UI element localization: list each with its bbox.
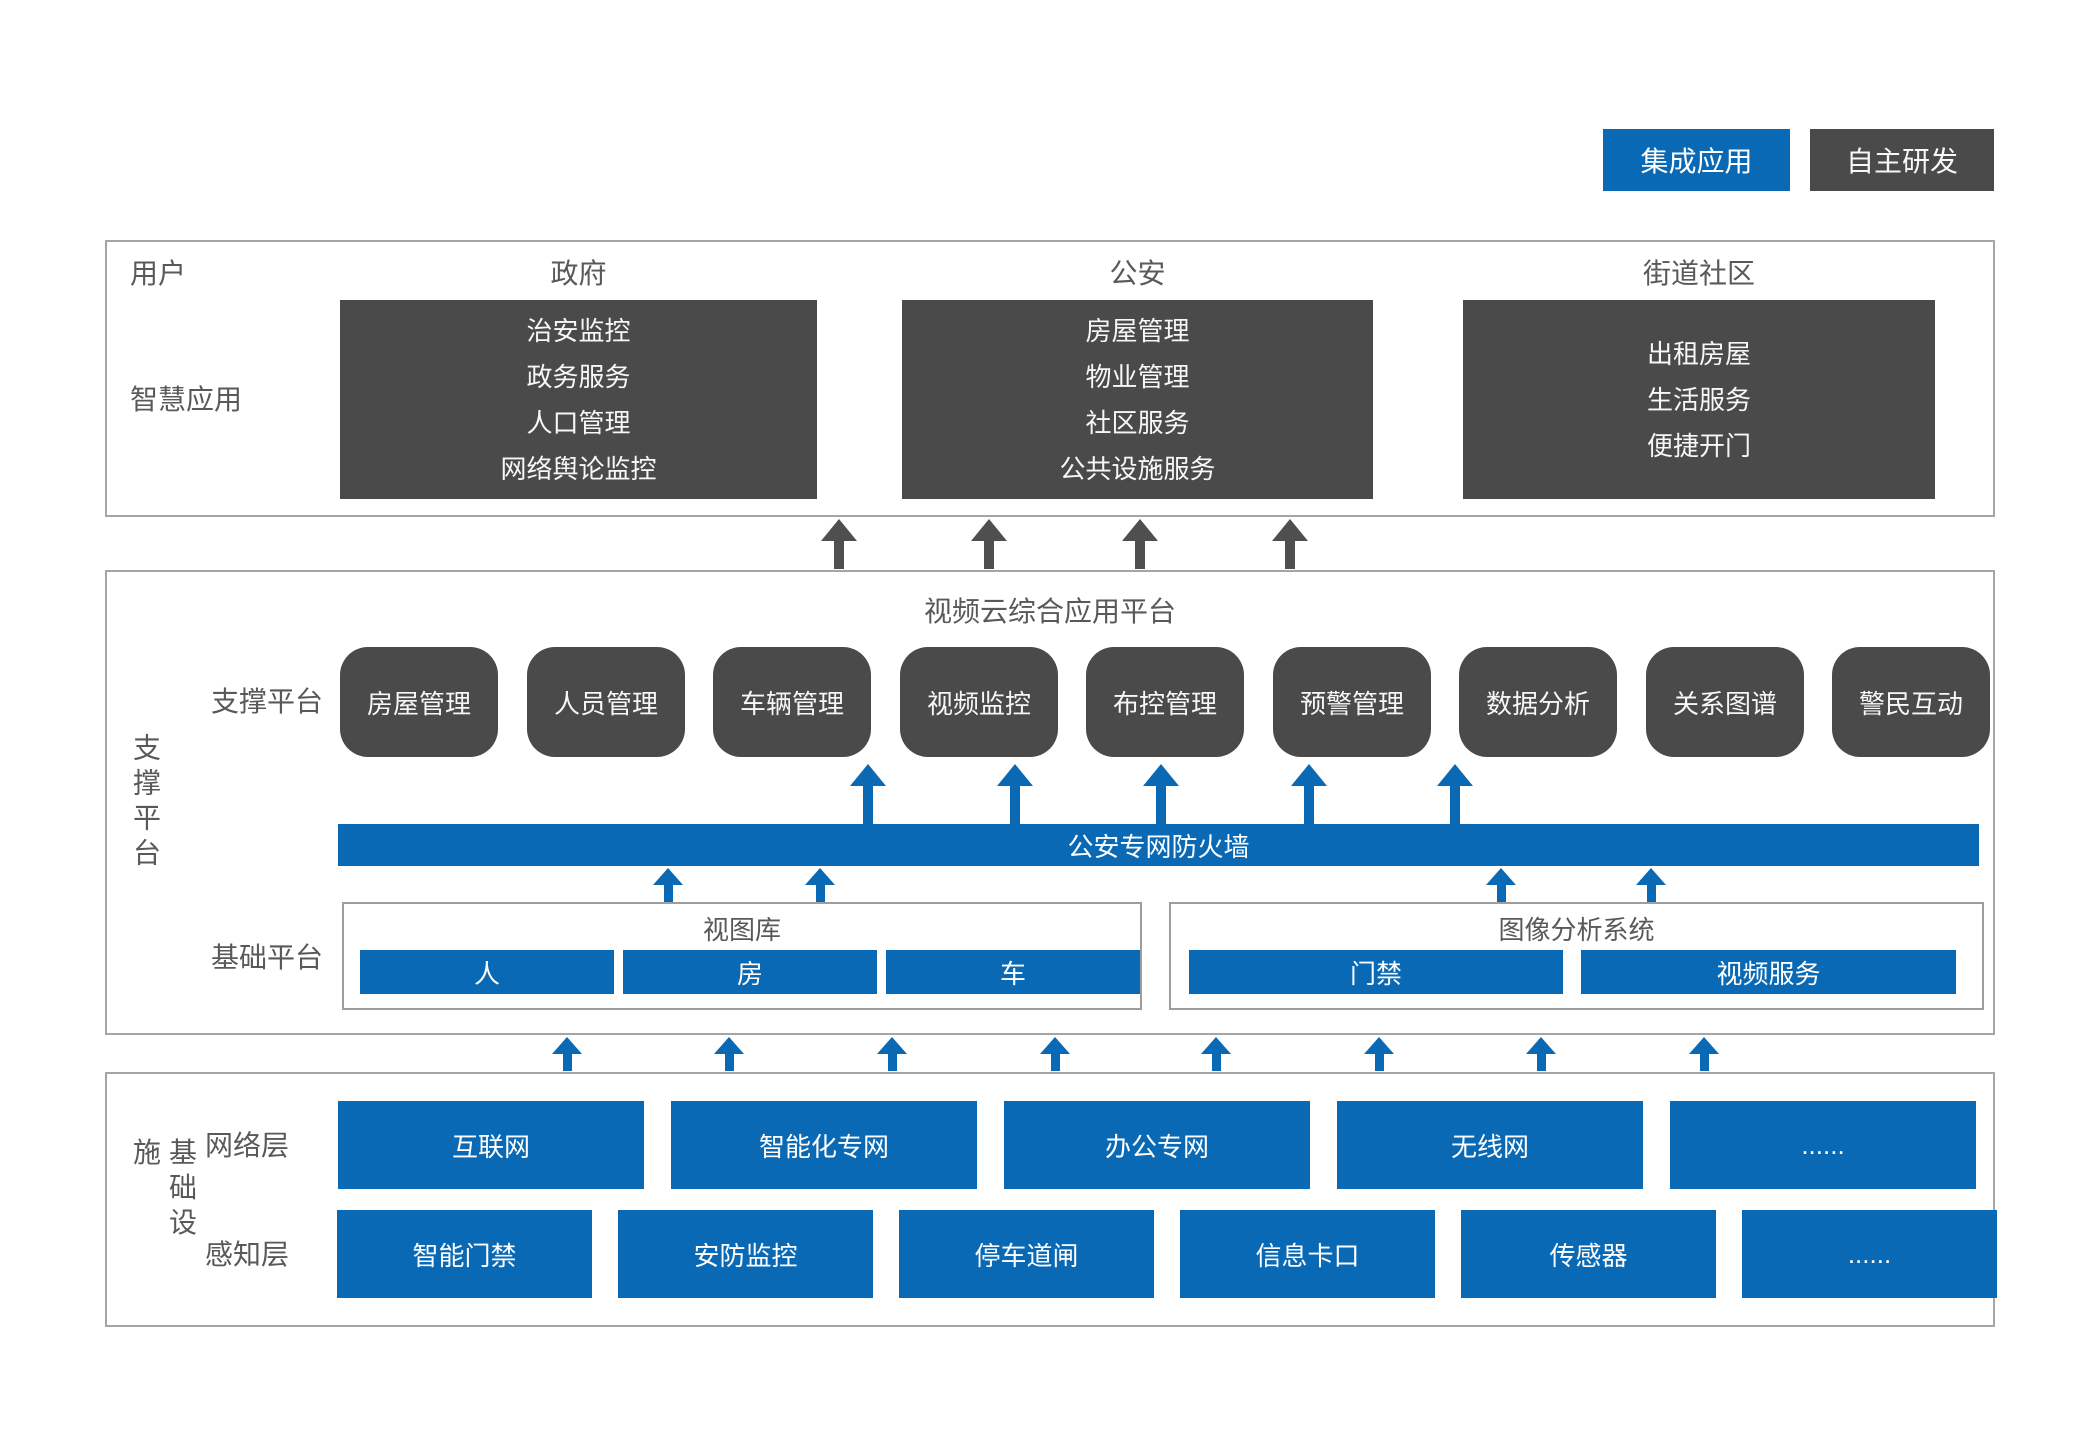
app-item: 公共设施服务 (1059, 453, 1216, 484)
row-label-support-platform: 支撑平台 (210, 686, 323, 717)
network-box: 互联网 (338, 1101, 644, 1189)
group-image-analysis: 图像分析系统 门禁 视频服务 (1169, 902, 1984, 1010)
module-box: 视频监控 (900, 647, 1058, 757)
network-box: 办公专网 (1004, 1101, 1310, 1189)
row-label-smart-app: 智慧应用 (130, 384, 243, 415)
app-list-community: 出租房屋 生活服务 便捷开门 (1463, 300, 1935, 499)
up-arrow-icon (1272, 519, 1308, 569)
module-box: 房屋管理 (340, 647, 498, 757)
up-arrow-icon (821, 519, 857, 569)
sensing-box: 传感器 (1461, 1210, 1716, 1298)
legend-self-developed: 自主研发 (1810, 129, 1994, 191)
app-item: 生活服务 (1646, 384, 1751, 415)
app-item: 物业管理 (1085, 361, 1190, 392)
module-box: 车辆管理 (713, 647, 871, 757)
row-label-network-layer: 网络层 (204, 1130, 289, 1161)
app-list-government: 治安监控 政务服务 人口管理 网络舆论监控 (340, 300, 817, 499)
sensing-box: 信息卡口 (1180, 1210, 1435, 1298)
up-arrow-icon (877, 1037, 907, 1071)
up-arrow-icon (714, 1037, 744, 1071)
app-item: 便捷开门 (1646, 430, 1751, 461)
analysis-bar: 门禁 (1189, 950, 1563, 994)
sensing-box: 智能门禁 (337, 1210, 592, 1298)
group-title: 视图库 (702, 915, 781, 945)
user-application-panel: 用户 智慧应用 政府 公安 街道社区 治安监控 政务服务 人口管理 网络舆论监控… (105, 240, 1995, 517)
up-arrow-icon (1526, 1037, 1556, 1071)
up-arrow-icon (1291, 764, 1327, 824)
support-platform-panel: 支撑平台 视频云综合应用平台 支撑平台 房屋管理 人员管理 车辆管理 视频监控 … (105, 570, 1995, 1035)
side-label-support-platform: 支撑平台 (130, 732, 161, 873)
network-box: ...... (1670, 1101, 1976, 1189)
network-box: 无线网 (1337, 1101, 1643, 1189)
up-arrow-icon (1122, 519, 1158, 569)
app-item: 社区服务 (1085, 407, 1190, 438)
column-header-police: 公安 (1109, 258, 1166, 289)
sensing-box: 停车道闸 (899, 1210, 1154, 1298)
app-item: 治安监控 (526, 315, 631, 346)
module-box: 预警管理 (1273, 647, 1431, 757)
library-bar: 人 (360, 950, 614, 994)
up-arrow-icon (1040, 1037, 1070, 1071)
up-arrow-icon (997, 764, 1033, 824)
app-list-police: 房屋管理 物业管理 社区服务 公共设施服务 (902, 300, 1373, 499)
module-box: 人员管理 (527, 647, 685, 757)
infrastructure-panel: 基础设施 网络层 互联网 智能化专网 办公专网 无线网 ...... 感知层 智… (105, 1072, 1997, 1327)
up-arrow-icon (1636, 868, 1666, 902)
sensing-box: ...... (1742, 1210, 1997, 1298)
app-item: 政务服务 (526, 361, 631, 392)
up-arrow-icon (653, 868, 683, 902)
app-item: 人口管理 (526, 407, 631, 438)
platform-title: 视频云综合应用平台 (923, 596, 1176, 627)
up-arrow-icon (1143, 764, 1179, 824)
group-title: 图像分析系统 (1498, 915, 1655, 945)
up-arrow-icon (1437, 764, 1473, 824)
analysis-bar: 视频服务 (1581, 950, 1956, 994)
module-box: 关系图谱 (1646, 647, 1804, 757)
sensing-box: 安防监控 (618, 1210, 873, 1298)
column-header-community: 街道社区 (1642, 258, 1755, 289)
up-arrow-icon (850, 764, 886, 824)
network-box: 智能化专网 (671, 1101, 977, 1189)
app-item: 出租房屋 (1646, 338, 1751, 369)
up-arrow-icon (1364, 1037, 1394, 1071)
app-item: 网络舆论监控 (500, 453, 657, 484)
row-label-base-platform: 基础平台 (210, 942, 323, 973)
side-label-infrastructure: 基础设施 (130, 1136, 197, 1242)
firewall-bar: 公安专网防火墙 (338, 824, 1979, 866)
module-box: 警民互动 (1832, 647, 1990, 757)
up-arrow-icon (1486, 868, 1516, 902)
group-video-library: 视图库 人 房 车 (342, 902, 1142, 1010)
library-bar: 车 (886, 950, 1140, 994)
up-arrow-icon (1201, 1037, 1231, 1071)
column-header-government: 政府 (550, 258, 607, 289)
up-arrow-icon (805, 868, 835, 902)
legend-integrated-app: 集成应用 (1603, 129, 1790, 191)
row-label-user: 用户 (130, 258, 187, 289)
up-arrow-icon (971, 519, 1007, 569)
up-arrow-icon (552, 1037, 582, 1071)
row-label-sensing-layer: 感知层 (204, 1239, 289, 1270)
app-item: 房屋管理 (1085, 315, 1190, 346)
module-box: 数据分析 (1459, 647, 1617, 757)
library-bar: 房 (623, 950, 877, 994)
module-box: 布控管理 (1086, 647, 1244, 757)
up-arrow-icon (1689, 1037, 1719, 1071)
